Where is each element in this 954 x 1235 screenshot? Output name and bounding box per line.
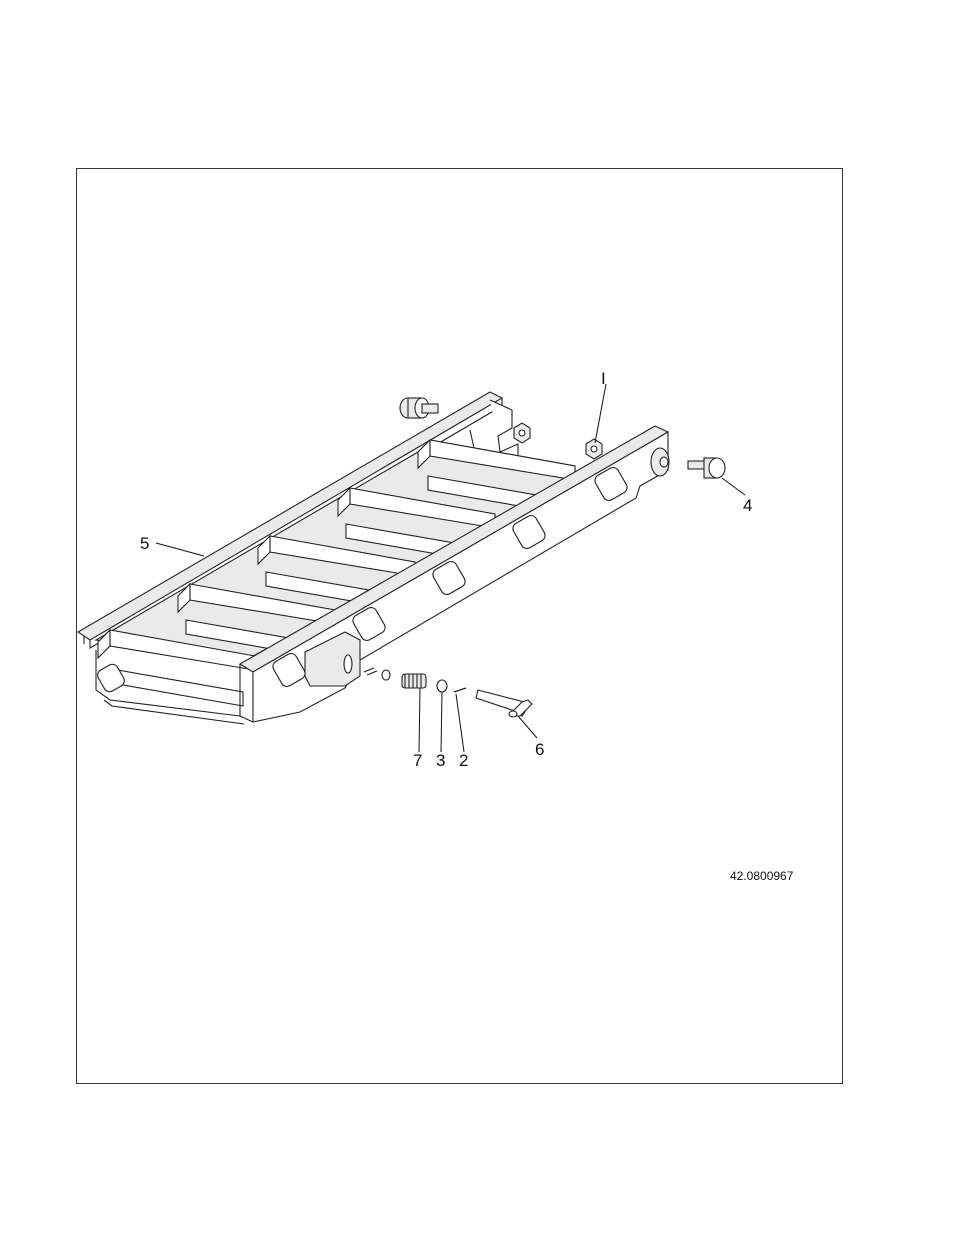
- back-bolt: [400, 398, 438, 418]
- document-number: 42.0800967: [730, 869, 794, 883]
- callout-6: 6: [535, 740, 544, 759]
- callout-4: 4: [743, 496, 752, 515]
- pin-part-2: [454, 688, 466, 692]
- callout-1: I: [601, 369, 606, 388]
- bolt-part-4: [651, 448, 725, 478]
- l-pin-part-6: [476, 690, 532, 717]
- callout-5: 5: [140, 534, 149, 553]
- washer-part-3: [437, 680, 447, 692]
- rack-assembly: [78, 392, 668, 724]
- callout-7: 7: [413, 751, 422, 770]
- back-nut: [514, 423, 530, 443]
- latch-pin-stack: [364, 668, 466, 692]
- callout-2: 2: [459, 751, 468, 770]
- nut-part-1: [586, 439, 602, 459]
- callout-3: 3: [436, 751, 445, 770]
- spring-part-7: [402, 674, 426, 688]
